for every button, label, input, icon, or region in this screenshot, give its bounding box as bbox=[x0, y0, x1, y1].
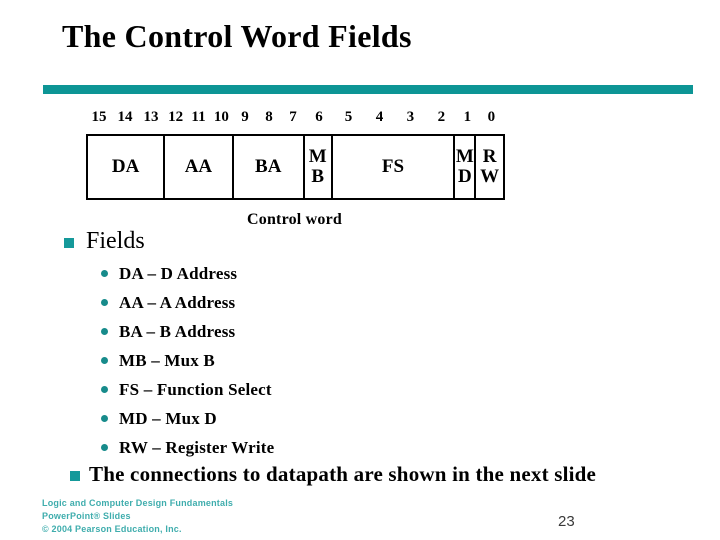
bit-group-da: 15 14 13 bbox=[86, 106, 164, 128]
bit-label: 7 bbox=[289, 108, 297, 125]
list-item-label: RW – Register Write bbox=[119, 437, 275, 457]
list-item-label: MD – Mux D bbox=[119, 408, 217, 428]
round-bullet-icon bbox=[101, 444, 108, 451]
logo-line: © 2004 Pearson Education, Inc. bbox=[42, 524, 182, 534]
field-cell-aa: AA bbox=[165, 136, 234, 198]
bit-number-row: 15 14 13 12 11 10 9 8 7 6 5 4 3 2 1 0 bbox=[86, 106, 505, 128]
list-item: DA – D Address bbox=[101, 259, 521, 288]
bit-label: 4 bbox=[375, 108, 384, 125]
logo-line: Logic and Computer Design Fundamentals bbox=[42, 498, 234, 508]
list-item-label: DA – D Address bbox=[119, 263, 238, 283]
round-bullet-icon bbox=[101, 415, 108, 422]
logo-line: PowerPoint® Slides bbox=[42, 511, 131, 521]
bit-label: 5 bbox=[344, 108, 353, 125]
field-definition-list: DA – D Address AA – A Address BA – B Add… bbox=[101, 259, 521, 462]
field-cell-ba: BA bbox=[234, 136, 305, 198]
list-item: AA – A Address bbox=[101, 288, 521, 317]
bit-label: 14 bbox=[117, 108, 133, 125]
title-accent-bar bbox=[43, 85, 693, 94]
diagram-caption: Control word bbox=[247, 211, 342, 228]
bit-label: 2 bbox=[437, 108, 446, 125]
bit-label: 13 bbox=[143, 108, 159, 125]
round-bullet-icon bbox=[101, 386, 108, 393]
page-title: The Control Word Fields bbox=[62, 18, 412, 54]
control-word-register-diagram: DA AA BA M B FS M D R W bbox=[86, 134, 505, 200]
bit-label: 10 bbox=[213, 108, 229, 125]
field-cell-md: M D bbox=[455, 136, 477, 198]
note-label: The connections to datapath are shown in… bbox=[89, 462, 597, 486]
page-number: 23 bbox=[558, 513, 575, 530]
square-bullet-icon bbox=[64, 238, 74, 248]
round-bullet-icon bbox=[101, 357, 108, 364]
list-item: BA – B Address bbox=[101, 317, 521, 346]
bit-group-mb: 6 bbox=[305, 106, 333, 128]
bit-group-md: 1 bbox=[457, 106, 478, 128]
round-bullet-icon bbox=[101, 299, 108, 306]
list-item-label: BA – B Address bbox=[119, 321, 236, 341]
publisher-logo: Logic and Computer Design Fundamentals P… bbox=[42, 497, 233, 536]
list-item: FS – Function Select bbox=[101, 375, 521, 404]
bit-label: 3 bbox=[406, 108, 415, 125]
bit-label: 1 bbox=[463, 108, 472, 125]
list-item: MD – Mux D bbox=[101, 404, 521, 433]
bit-label: 0 bbox=[487, 108, 496, 125]
list-item-label: FS – Function Select bbox=[119, 379, 272, 399]
field-cell-da: DA bbox=[88, 136, 166, 198]
field-cell-mb: M B bbox=[305, 136, 333, 198]
bit-group-aa: 12 11 10 bbox=[164, 106, 233, 128]
bit-label: 9 bbox=[241, 108, 249, 125]
bit-group-fs: 5 4 3 2 bbox=[333, 106, 457, 128]
bit-label: 11 bbox=[191, 108, 206, 125]
square-bullet-icon bbox=[70, 471, 80, 481]
bit-group-rw: 0 bbox=[478, 106, 505, 128]
field-cell-fs: FS bbox=[333, 136, 456, 198]
fields-heading-row: Fields bbox=[64, 228, 145, 255]
bit-label: 6 bbox=[315, 108, 323, 125]
round-bullet-icon bbox=[101, 270, 108, 277]
fields-heading-label: Fields bbox=[86, 228, 145, 254]
field-cell-rw: R W bbox=[480, 146, 500, 187]
bit-label: 15 bbox=[91, 108, 107, 125]
list-item: RW – Register Write bbox=[101, 433, 521, 462]
list-item-label: MB – Mux B bbox=[119, 350, 215, 370]
round-bullet-icon bbox=[101, 328, 108, 335]
list-item: MB – Mux B bbox=[101, 346, 521, 375]
note-row: The connections to datapath are shown in… bbox=[70, 462, 596, 487]
bit-label: 8 bbox=[265, 108, 273, 125]
list-item-label: AA – A Address bbox=[119, 292, 236, 312]
bit-label: 12 bbox=[168, 108, 184, 125]
bit-group-ba: 9 8 7 bbox=[233, 106, 305, 128]
